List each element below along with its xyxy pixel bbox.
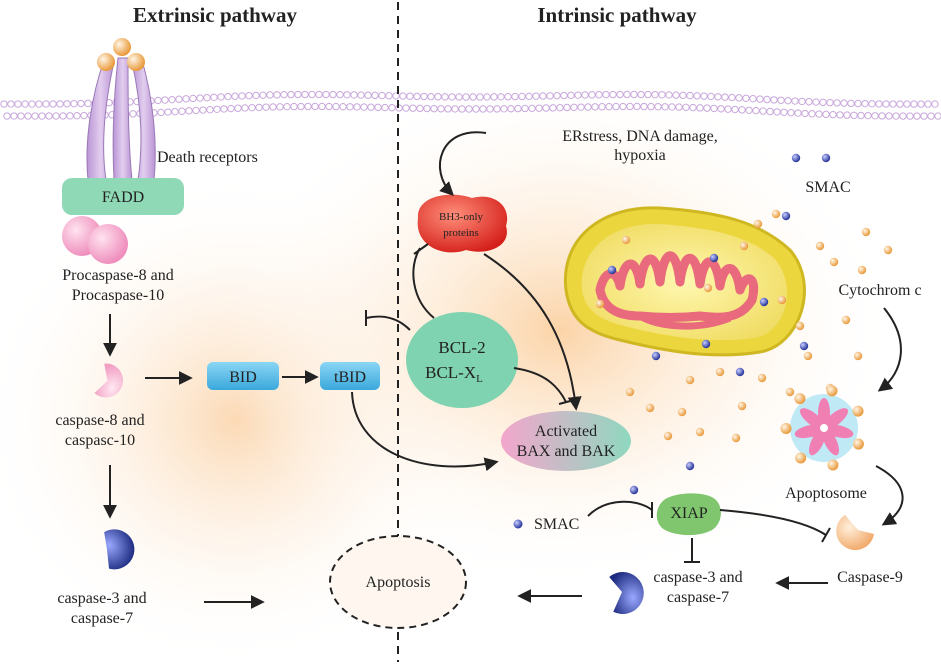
arrow-cytochrome-to-apoptosome [877,307,902,392]
death-receptors-label: Death receptors [157,149,258,166]
tbid-label: tBID [334,369,366,386]
inhibit-smac-xiap [587,500,653,517]
tbid-box [320,362,380,390]
apoptosome-icon [780,385,864,471]
procaspase-icon [62,216,128,264]
bh3-label-line2: proteins [443,227,478,239]
smac-bottom-dot [513,519,523,529]
pathway-arrows [103,131,904,609]
bid-label: BID [229,369,257,386]
inhibit-bcl2-tbid [365,315,411,331]
inhibit-xiap-caspase9 [719,509,827,536]
cytochrome-label: Cytochrom c [838,282,921,299]
caspase-8-label-line1: caspase-8 and [55,412,144,429]
xiap-label: XIAP [670,505,707,522]
smac-bottom-label: SMAC [534,516,579,533]
activated-bax-bak-ellipse [501,411,631,471]
cytochrome-and-smac-particles [595,153,893,495]
fadd-label: FADD [102,189,144,206]
apoptosis-circle [329,535,467,629]
caspase-3-right-label-line2: caspase-7 [667,589,729,606]
caspase-3-left-label-line1: caspase-3 and [57,590,146,607]
arrow-tbid-to-bax [351,391,499,472]
arrow-apoptosome-to-caspase9 [875,465,904,526]
bclxl-label: BCL-XL [425,363,483,385]
arrow-bh3-to-bax [483,253,582,411]
cell-membrane [0,90,941,120]
bcl2-label: BCL-2 [438,338,485,357]
extrinsic-heading: Extrinsic pathway [133,3,297,27]
fadd-box [62,178,184,215]
arrow-stress-to-bh3 [438,131,487,196]
bh3-only-blob [417,194,508,253]
caspase-8-icon [94,363,123,398]
inhibit-bcl2-bax [513,367,567,403]
xiap-blob [656,493,721,536]
death-receptor-icon [86,38,156,181]
procaspase-label-line2: Procaspase-10 [72,287,164,304]
caspase-3-left-label-line2: caspase-7 [71,610,133,627]
stress-label-line1: ERstress, DNA damage, [562,128,718,145]
smac-top-label: SMAC [805,179,850,196]
inhibit-bcl2-bh3 [412,247,435,319]
caspase-9-label: Caspase-9 [837,569,903,586]
bcl2-ellipse [406,312,518,408]
intrinsic-heading: Intrinsic pathway [537,3,697,27]
caspase-9-icon [836,515,874,551]
activated-label-line2: BAX and BAK [517,443,616,460]
procaspase-label-line1: Procaspase-8 and [62,267,174,284]
stress-label-line2: hypoxia [614,147,666,164]
apoptosome-label: Apoptosome [785,485,867,502]
apoptosis-label: Apoptosis [366,574,431,591]
caspase-3-right-icon [609,572,644,614]
activated-label-line1: Activated [535,423,597,440]
caspase-3-right-label-line1: caspase-3 and [653,569,742,586]
caspase-3-left-icon [104,529,135,570]
bid-box [207,362,279,390]
caspase-8-label-line2: caspasc-10 [65,432,135,449]
bh3-label-line1: BH3-only [439,211,484,223]
inhibition-lines [365,243,831,563]
